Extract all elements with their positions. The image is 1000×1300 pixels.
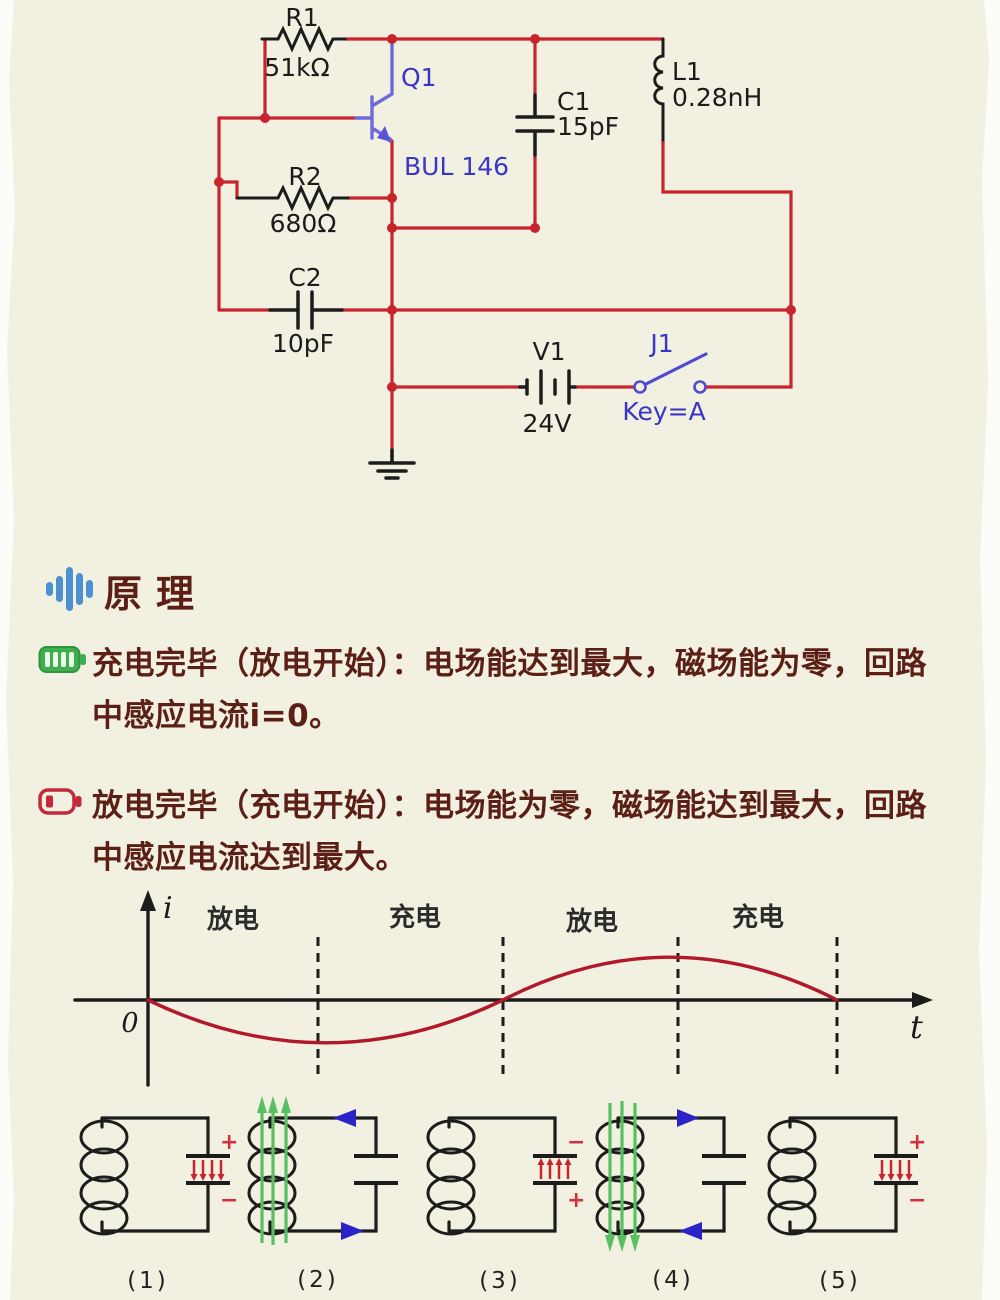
cell-label-1: (1) [127,1268,169,1294]
lc-cell-4: (4) [595,1101,746,1293]
b-field-lines-up [260,1111,288,1245]
capacitor-c1 [515,93,555,157]
label-c2-value: 10pF [272,329,334,358]
label-l1-value: 0.28nH [672,83,762,112]
minus-sign: − [567,1130,585,1155]
bullet-discharge-complete: 放电完毕（充电开始）：电场能为零，磁场能达到最大，回路 中感应电流达到最大。 [0,780,1000,892]
battery-full-icon [38,646,86,673]
label-c1: C1 [557,87,590,116]
switch-lever [644,352,708,386]
minus-sign: − [220,1188,238,1213]
phase-label-3: 放电 [565,906,618,937]
inductor-l1 [653,37,665,142]
signal-bars-icon [46,567,93,611]
current-arrow-bottom-right [341,1222,364,1240]
e-field-down [880,1160,911,1175]
capacitor-plates [702,1154,746,1185]
cell-label-4: (4) [652,1267,694,1293]
components [235,25,665,480]
label-r1-value: 51kΩ [264,53,329,82]
e-field-up [539,1164,570,1179]
transistor-body [354,37,394,143]
phase-label-1: 放电 [206,904,259,935]
capacitor-plates [874,1154,918,1185]
battery-low-icon [38,788,82,815]
bullet1-line1: 充电完毕（放电开始）：电场能达到最大，磁场能为零，回路 [92,646,927,682]
bullet2-line2: 中感应电流达到最大。 [92,840,407,876]
ground-symbol [368,448,416,480]
minus-sign: − [908,1188,926,1213]
label-j1-value: Key=A [622,397,705,426]
label-r2-value: 680Ω [270,209,337,238]
capacitor-c2 [268,290,344,330]
origin-label: 0 [121,1008,138,1039]
switch-j1 [633,352,708,394]
label-c1-value: 15pF [557,112,619,141]
lc-cell-2: (2) [247,1096,398,1293]
component-labels: R1 51kΩ Q1 BUL 146 R2 680Ω C1 15pF L1 0.… [264,3,762,438]
resistor-r1 [260,25,347,53]
battery-v1 [518,369,577,405]
phase-label-4: 充电 [732,902,784,933]
resistor-r2 [235,184,350,212]
label-c2: C2 [288,263,321,292]
plus-sign: + [908,1130,926,1155]
emitter-arrow [377,126,391,142]
axes [73,900,924,1087]
bullet2-line1: 放电完毕（充电开始）：电场能为零，磁场能达到最大，回路 [92,788,927,824]
current-arrow-top-right [677,1109,699,1127]
phase-dividers [316,937,839,1080]
lc-cell-3: − + (3) [426,1116,585,1294]
y-axis-label: i [163,891,173,926]
x-axis-label: t [910,1008,923,1046]
label-q1: Q1 [401,63,437,92]
b-field-lines-down [608,1101,637,1237]
capacitor-plates [186,1154,230,1185]
label-v1-value: 24V [523,409,572,438]
plus-sign: + [220,1130,238,1155]
label-j1: J1 [648,329,673,358]
lc-cell-1: + − (1) [79,1116,238,1294]
cell-label-3: (3) [479,1268,521,1294]
bullet-charge-complete: 充电完毕（放电开始）：电场能达到最大，磁场能为零，回路 中感应电流i=0。 [0,638,1000,750]
cell-label-5: (5) [819,1268,861,1294]
capacitor-plates [533,1154,577,1185]
switch-terminal-left [633,380,647,394]
lc-oscillation-stages: + − (1) (2) [79,1096,926,1294]
lc-cell-5: + − (5) [767,1116,926,1294]
label-l1: L1 [672,57,702,86]
wire-r2-jog [217,180,239,200]
principle-section-header: 原理 [0,563,1000,616]
plus-sign: + [567,1188,585,1213]
bullet1-line2: 中感应电流i=0。 [92,698,341,734]
current-arrow-top-left [333,1109,356,1127]
cell-label-2: (2) [297,1267,339,1293]
oscillator-circuit-diagram: R1 51kΩ Q1 BUL 146 R2 680Ω C1 15pF L1 0.… [214,3,796,480]
label-q1-model: BUL 146 [404,152,509,181]
label-r1: R1 [285,3,318,32]
phase-label-2: 充电 [389,902,441,933]
section-title: 原理 [104,572,209,616]
junction-dots [214,34,796,392]
current-sine-curve [146,955,839,1045]
capacitor-plates [354,1154,398,1185]
label-r2: R2 [288,162,321,191]
wire-tank-right [661,138,793,389]
current-time-graph: i 0 t 放电 充电 放电 充电 [73,890,933,1087]
current-arrow-bottom-left [679,1222,702,1240]
switch-terminal-right [693,380,707,394]
label-v1: V1 [532,337,565,366]
x-axis-arrow [912,992,933,1008]
e-field-down [192,1160,223,1175]
transistor-q1 [354,37,394,143]
y-axis-arrow [140,890,156,911]
